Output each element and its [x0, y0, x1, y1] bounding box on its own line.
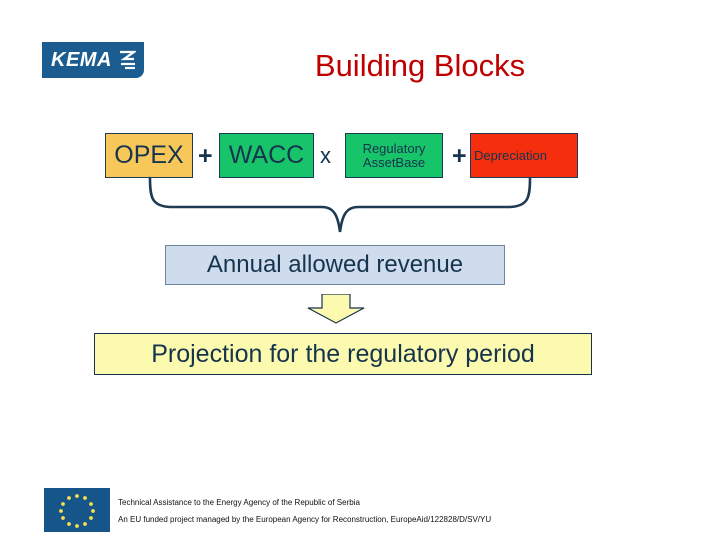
operator-plus-1: +: [198, 142, 213, 170]
formula-term-depreciation-label: Depreciation: [474, 147, 547, 163]
kema-swoosh-icon: [118, 50, 138, 70]
operator-plus-2: +: [452, 142, 467, 170]
projection-box: Projection for the regulatory period: [94, 333, 592, 375]
kema-logo: KEMA: [42, 42, 144, 78]
grouping-brace-icon: [140, 176, 540, 236]
formula-term-regulatory-asset-base: Regulatory AssetBase: [345, 133, 443, 178]
page-title: Building Blocks: [314, 48, 526, 83]
down-arrow-icon: [300, 293, 372, 324]
annual-allowed-revenue-label: Annual allowed revenue: [206, 251, 464, 278]
eu-flag-icon: [44, 488, 110, 532]
operator-multiply: x: [320, 143, 331, 168]
kema-logo-text: KEMA: [51, 49, 112, 71]
formula-term-wacc: WACC: [219, 133, 314, 178]
footer-text-line-2: An EU funded project managed by the Euro…: [118, 515, 492, 524]
annual-allowed-revenue-box: Annual allowed revenue: [165, 245, 505, 285]
formula-term-wacc-label: WACC: [228, 141, 305, 170]
formula-term-opex: OPEX: [105, 133, 193, 178]
formula-term-regulatory-asset-base-label: Regulatory AssetBase: [362, 140, 426, 170]
footer-text-line-1: Technical Assistance to the Energy Agenc…: [118, 498, 360, 507]
formula-term-opex-label: OPEX: [114, 141, 184, 170]
formula-term-depreciation: Depreciation: [470, 133, 578, 178]
projection-label: Projection for the regulatory period: [151, 339, 535, 368]
